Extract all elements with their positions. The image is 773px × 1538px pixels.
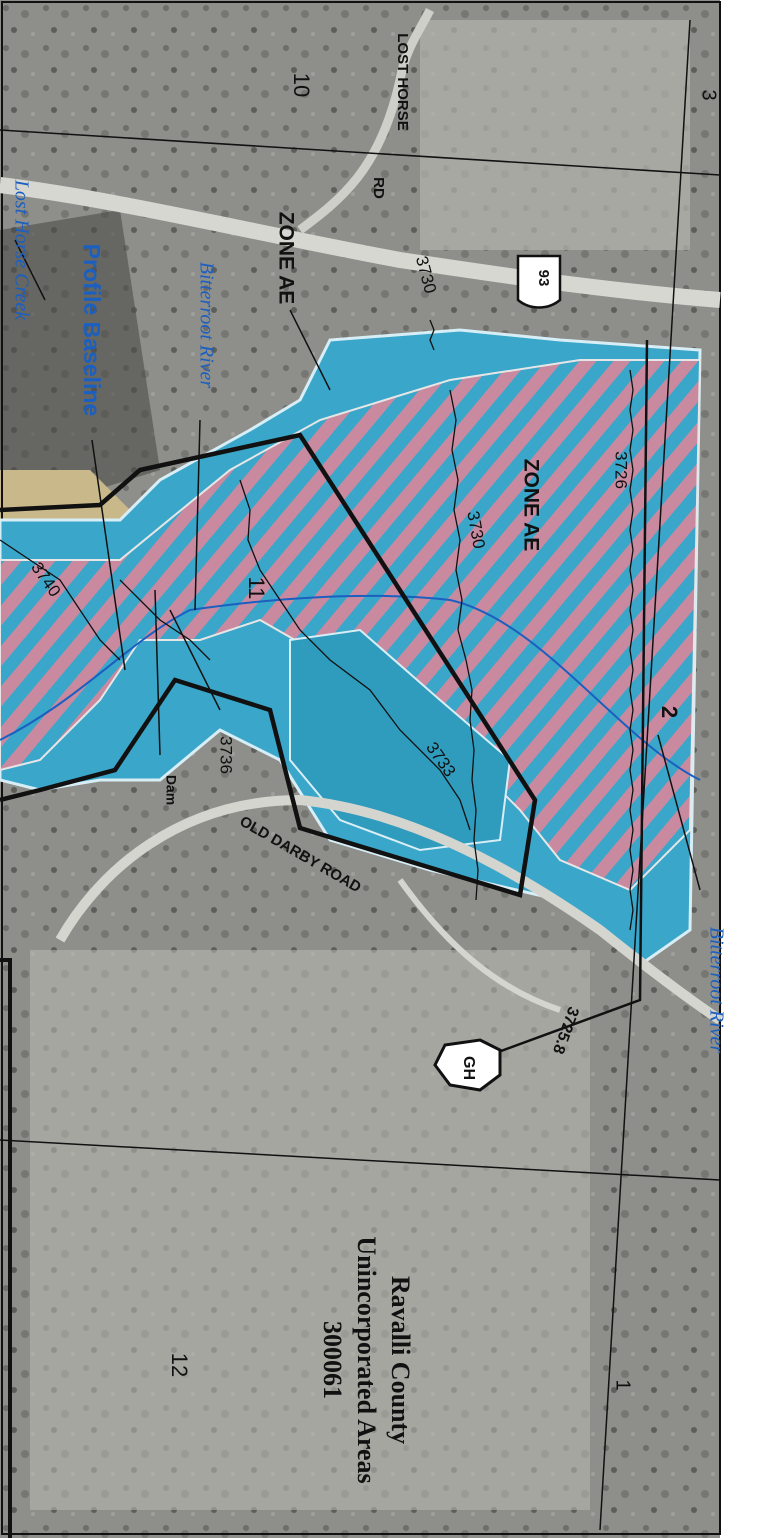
section-number: 12 <box>167 1353 192 1377</box>
bfe-line-3736 <box>119 579 211 661</box>
forest-dark-patch <box>0 210 160 520</box>
corporate-boundary <box>0 432 538 898</box>
river-label-right: Bitterroot River <box>705 927 727 1054</box>
pond-area <box>289 628 512 852</box>
leader-profile-baseline <box>91 439 126 671</box>
road-label-rd: RD <box>370 177 387 199</box>
community-label: Ravalli County Unincorporated Areas 3000… <box>318 1236 415 1483</box>
section-number: 11 <box>244 577 269 600</box>
community-subtitle: Unincorporated Areas <box>352 1236 381 1483</box>
leader-bitterroot-center <box>194 419 201 611</box>
section-number: 2 <box>657 706 682 718</box>
dam-label: Dam <box>163 775 179 805</box>
highway-shield-number: 93 <box>535 270 552 287</box>
river-label-center: Bitterroot River <box>195 262 217 389</box>
profile-baseline-label: Profile Baseline <box>79 244 105 417</box>
bitterroot-river-channel <box>0 594 701 781</box>
section-line-south <box>0 1139 721 1181</box>
community-number: 300061 <box>318 1321 347 1399</box>
floodway-hatch <box>0 359 702 892</box>
community-name: Ravalli County <box>386 1276 415 1444</box>
old-darby-road-branch <box>397 878 561 1013</box>
bfe-label: 3726 <box>612 451 631 489</box>
cross-section-hexagon <box>433 1038 502 1092</box>
cross-section-letter: GH <box>460 1056 477 1080</box>
zone-label: ZONE AE <box>519 459 542 552</box>
bfe-line-3733 <box>239 479 471 831</box>
leader-3736 <box>169 609 221 711</box>
old-darby-road <box>55 794 723 1025</box>
road-label-lost-horse: LOST HORSE <box>394 33 411 131</box>
bfe-label: 3736 <box>217 736 236 774</box>
zone-label: ZONE AE <box>274 212 297 305</box>
map-margin <box>720 0 773 1538</box>
bfe-line-3730-east <box>449 389 479 901</box>
lost-horse-road <box>297 7 435 234</box>
bfe-line-3730-west <box>429 319 435 351</box>
section-line-north <box>0 129 721 176</box>
leader-lost-horse-creek <box>14 239 46 301</box>
bfe-line-3740 <box>0 539 121 661</box>
section-number: 10 <box>289 73 314 97</box>
section-number: 1 <box>612 1379 634 1390</box>
creek-label: Lost Horse Creek <box>10 179 32 321</box>
field-light-patch <box>420 20 690 250</box>
leader-zone-ae-west <box>289 309 331 391</box>
highway-93 <box>0 177 721 308</box>
bfe-line-3726 <box>629 369 634 931</box>
cross-section-line <box>489 339 649 1057</box>
section-number: 3 <box>698 89 720 100</box>
leader-dam <box>154 589 161 756</box>
highway-shield <box>516 254 562 309</box>
corporate-boundary-spur <box>0 958 12 1538</box>
section-line-east <box>599 19 691 1531</box>
field-light-patch-south <box>30 950 590 1510</box>
leader-bitterroot-right <box>657 734 701 891</box>
